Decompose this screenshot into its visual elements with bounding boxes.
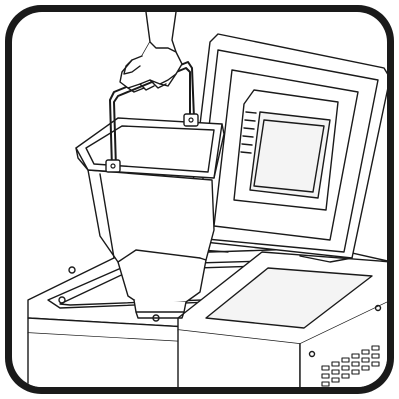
- lid-window-icon: [234, 90, 338, 210]
